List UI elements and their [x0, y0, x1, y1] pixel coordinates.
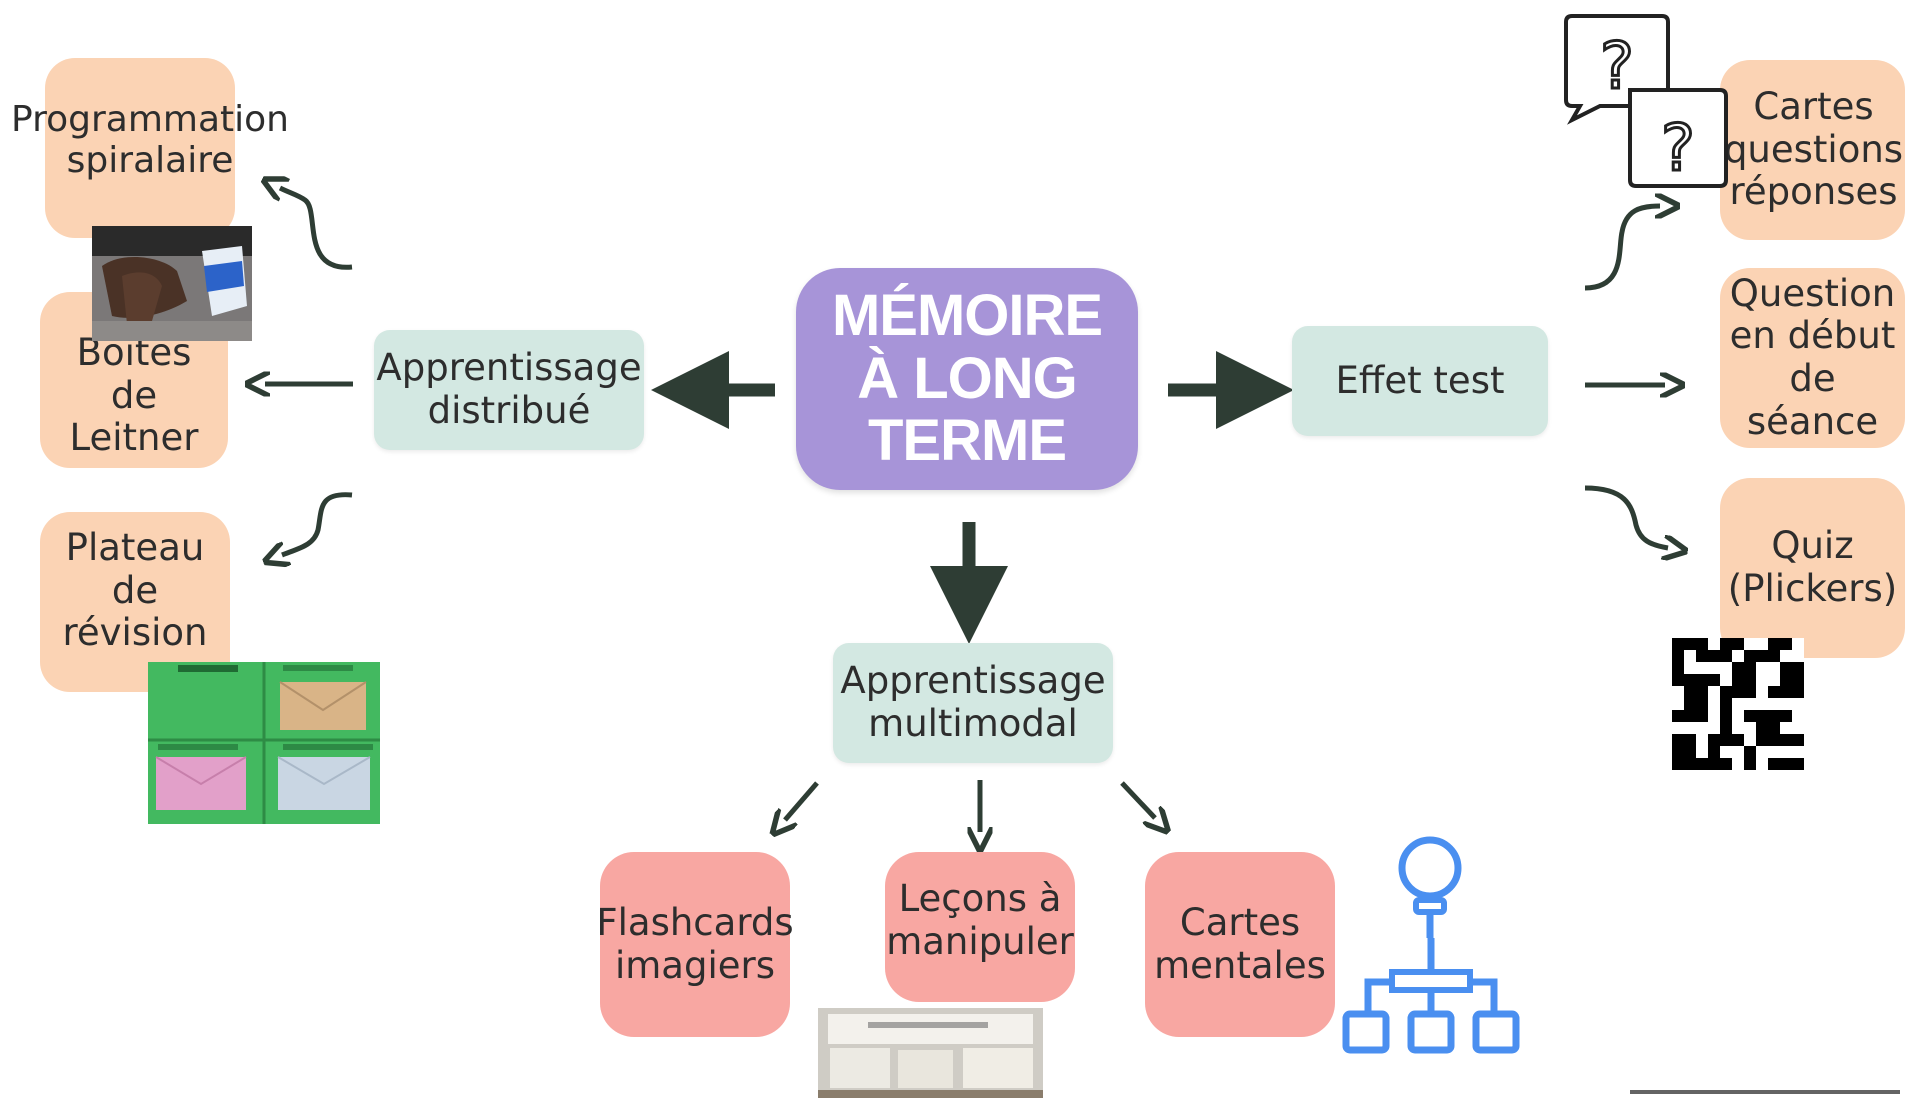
central-node: MÉMOIRE À LONG TERME	[796, 268, 1138, 490]
node-question-debut-seance-label: Question en début de séance	[1729, 271, 1896, 443]
svg-text:?: ?	[1661, 112, 1695, 186]
central-node-label: MÉMOIRE À LONG TERME	[831, 283, 1103, 474]
node-plateau-revision-label: Plateau de révision	[62, 526, 208, 655]
node-programmation-text: Programmation spiralaire	[5, 85, 295, 195]
arrow-to-cartes-mentales	[1120, 781, 1155, 818]
arrow-to-plateau	[282, 492, 353, 555]
arrow-to-quiz	[1584, 485, 1668, 548]
photo-leitner-hands	[92, 226, 252, 341]
node-cartes-questions-reponses: Cartes questions réponses	[1720, 60, 1905, 240]
node-cartes-mentales: Cartes mentales	[1145, 852, 1335, 1037]
photo-lecons-manipuler	[818, 1008, 1043, 1098]
node-quiz-plickers-label: Quiz (Plickers)	[1727, 524, 1898, 610]
qr-code-icon	[1672, 638, 1804, 770]
node-flashcards-imagiers: Flashcards imagiers	[596, 852, 794, 1037]
node-question-debut-seance: Question en début de séance	[1720, 268, 1905, 448]
node-effet-test-label: Effet test	[1335, 358, 1505, 402]
node-quiz-plickers: Quiz (Plickers)	[1720, 478, 1905, 658]
node-cartes-questions-reponses-label: Cartes questions réponses	[1723, 85, 1904, 214]
node-lecons-manipuler: Leçons à manipuler	[885, 852, 1075, 1002]
question-bubble-icon: ? ?	[1564, 14, 1728, 188]
node-programmation-bg	[45, 58, 235, 238]
node-programmation-label: Programmation spiralaire	[11, 98, 289, 181]
node-apprentissage-multimodal: Apprentissage multimodal	[833, 643, 1113, 763]
photo-plateau-revision	[148, 662, 380, 824]
node-lecons-manipuler-label: Leçons à manipuler	[886, 877, 1074, 963]
arrow-to-cartes-qr	[1584, 206, 1660, 291]
node-boites-leitner-label: Boites de Leitner	[69, 331, 199, 460]
svg-text:?: ?	[1600, 30, 1634, 104]
arrow-to-flashcards	[785, 781, 819, 820]
node-apprentissage-distribue: Apprentissage distribué	[374, 330, 644, 450]
node-effet-test: Effet test	[1292, 326, 1548, 436]
node-apprentissage-distribue-label: Apprentissage distribué	[376, 346, 642, 432]
hierarchy-icon	[1342, 938, 1520, 1054]
node-flashcards-imagiers-label: Flashcards imagiers	[596, 900, 794, 987]
arrow-to-programmation	[280, 188, 353, 270]
lightbulb-icon	[1398, 836, 1462, 938]
node-cartes-mentales-label: Cartes mentales	[1154, 900, 1326, 987]
node-apprentissage-multimodal-label: Apprentissage multimodal	[840, 659, 1106, 745]
cropped-footer-mark	[1630, 1090, 1900, 1094]
node-plateau-revision: Plateau de révision	[40, 512, 230, 692]
